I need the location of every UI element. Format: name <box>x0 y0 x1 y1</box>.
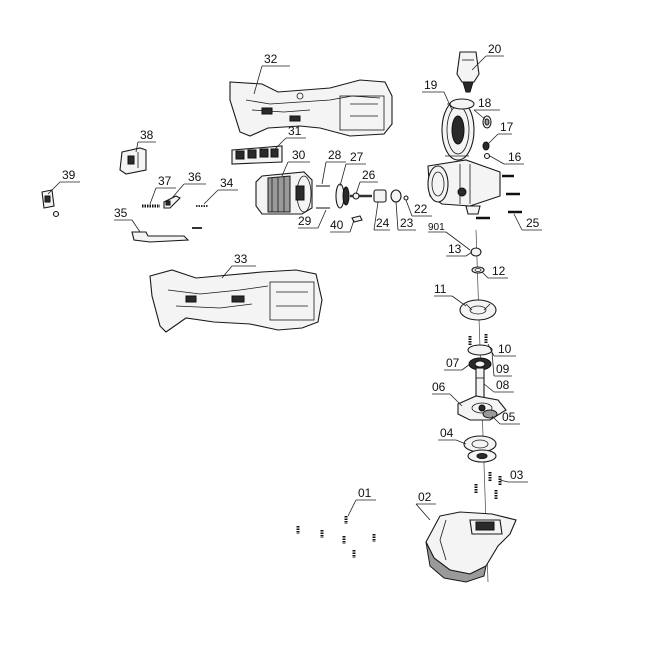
part-gear-head <box>427 159 501 215</box>
callout-03: 03 <box>510 468 524 482</box>
callout-22: 22 <box>414 202 428 216</box>
callout-labels: 20 32 19 18 17 16 38 31 30 28 27 26 39 3… <box>62 42 540 504</box>
callout-36: 36 <box>188 170 202 184</box>
callout-40: 40 <box>330 218 344 232</box>
part-20-cap <box>456 51 480 93</box>
part-03-screws <box>474 472 502 500</box>
callout-24: 24 <box>376 216 390 230</box>
part-38-switch <box>119 147 147 175</box>
callout-37: 37 <box>158 174 172 188</box>
callout-18: 18 <box>478 96 492 110</box>
part-10-screws <box>468 334 488 346</box>
callout-23: 23 <box>400 216 414 230</box>
callout-07: 07 <box>446 356 460 370</box>
part-17-ring <box>482 141 490 151</box>
part-09-ring <box>467 344 493 356</box>
callout-27: 27 <box>350 150 364 164</box>
part-06-bearing-plate <box>457 395 507 421</box>
callout-34: 34 <box>220 176 234 190</box>
callout-28: 28 <box>328 148 342 162</box>
part-13-nut <box>470 247 482 257</box>
part-36-lever <box>163 195 181 209</box>
callout-33: 33 <box>234 252 248 266</box>
callout-06: 06 <box>432 380 446 394</box>
callout-31: 31 <box>288 124 302 138</box>
part-26-shaft <box>350 192 372 200</box>
callout-02: 02 <box>418 490 432 504</box>
callout-04: 04 <box>440 426 454 440</box>
part-22-pin <box>403 195 409 201</box>
part-25-screws <box>476 174 522 220</box>
callout-26: 26 <box>362 168 376 182</box>
callout-25: 25 <box>526 216 540 230</box>
callout-08: 08 <box>496 378 510 392</box>
part-04-flange <box>463 435 497 463</box>
part-24-bearing <box>373 189 387 203</box>
callout-32: 32 <box>264 52 278 66</box>
part-18-bearing <box>482 115 492 129</box>
part-07-bearing <box>468 357 492 371</box>
part-02-guard <box>425 511 517 583</box>
callout-29: 29 <box>298 214 312 228</box>
part-01-screws <box>296 516 376 558</box>
part-31-electronics <box>231 145 283 165</box>
part-40-key <box>351 215 363 223</box>
callout-30: 30 <box>292 148 306 162</box>
callout-17: 17 <box>500 120 514 134</box>
part-19-gear <box>441 98 475 161</box>
part-35-slider <box>131 227 202 243</box>
part-05-gear <box>482 409 498 419</box>
part-23-washer <box>390 189 402 203</box>
part-39-terminal <box>41 189 60 218</box>
callout-19: 19 <box>424 78 438 92</box>
callout-20: 20 <box>488 42 502 56</box>
leader-lines <box>47 55 542 521</box>
callout-13: 13 <box>448 242 462 256</box>
callout-01: 01 <box>358 486 372 500</box>
callout-12: 12 <box>492 264 506 278</box>
callout-35: 35 <box>114 206 128 220</box>
callout-16: 16 <box>508 150 522 164</box>
part-33-housing-lower <box>149 269 323 333</box>
callout-05: 05 <box>502 410 516 424</box>
callout-10: 10 <box>498 342 512 356</box>
part-30-motor <box>255 171 313 215</box>
callout-901: 901 <box>428 222 445 233</box>
part-16-washer <box>483 152 491 160</box>
part-27-fan <box>335 183 350 209</box>
part-11-flange <box>459 299 497 321</box>
callout-39: 39 <box>62 168 76 182</box>
part-08-spindle <box>475 367 485 399</box>
callout-38: 38 <box>140 128 154 142</box>
part-32-housing-upper <box>229 79 393 137</box>
part-12-ring <box>471 266 485 274</box>
callout-09: 09 <box>496 362 510 376</box>
callout-11: 11 <box>434 282 447 296</box>
